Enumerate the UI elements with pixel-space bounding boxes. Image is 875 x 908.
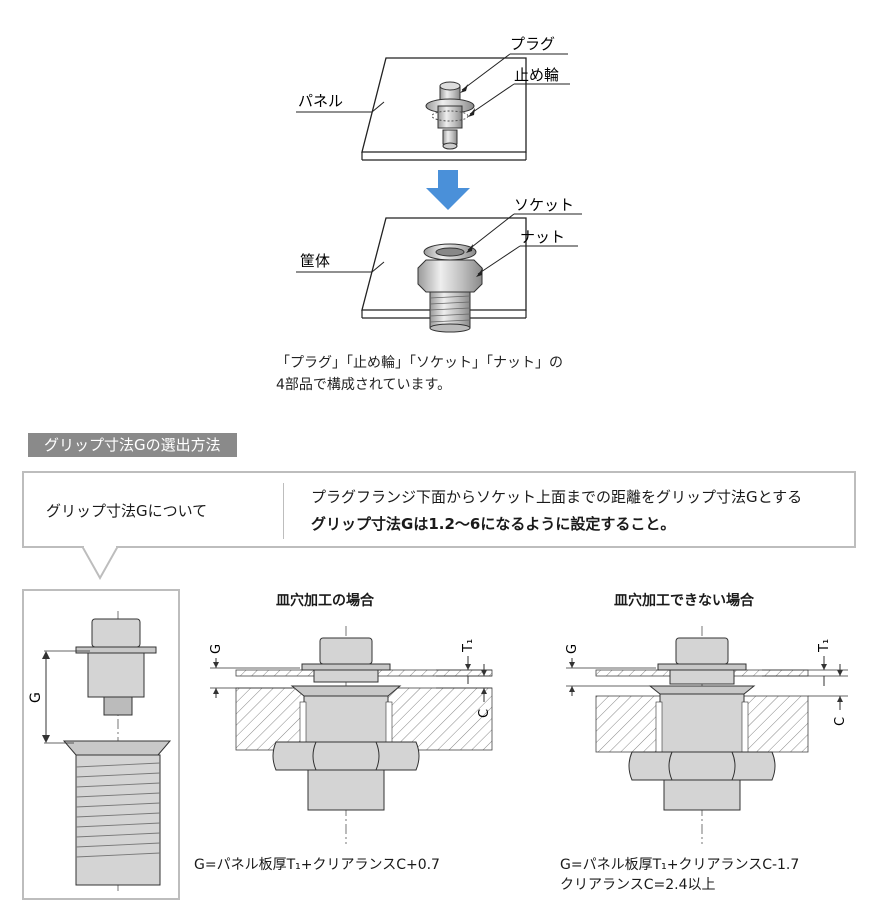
grip-requirement: グリップ寸法Gは1.2～6になるように設定すること。 xyxy=(311,515,676,533)
plug-part xyxy=(425,81,475,150)
socket-part xyxy=(417,243,483,333)
no-countersunk-c-label: C xyxy=(833,717,848,726)
down-arrow-icon xyxy=(426,170,470,210)
grip-heading: グリップ寸法Gについて xyxy=(46,502,208,520)
assembly-illustration: プラグ 止め輪 パネル xyxy=(296,35,582,333)
parts-caption: 「プラグ」「止め輪」「ソケット」「ナット」の 4部品で構成されています。 xyxy=(276,355,563,393)
detail-g-label: G xyxy=(28,692,44,703)
no-countersunk-title: 皿穴加工できない場合 xyxy=(614,593,754,609)
label-socket: ソケット xyxy=(514,196,574,214)
section-title: グリップ寸法Gの選出方法 xyxy=(28,433,237,457)
label-housing: 筐体 xyxy=(300,252,330,270)
countersunk-diagram: G T₁ C xyxy=(209,626,493,844)
label-panel: パネル xyxy=(298,92,343,110)
countersunk-formula: G=パネル板厚T₁+クリアランスC+0.7 xyxy=(194,857,440,873)
label-plug: プラグ xyxy=(510,35,555,53)
no-countersunk-g-label: G xyxy=(565,644,580,654)
grip-explanation-box: グリップ寸法Gについて プラグフランジ下面からソケット上面までの距離をグリップ寸… xyxy=(22,471,856,548)
no-countersunk-formula: G=パネル板厚T₁+クリアランスC-1.7 クリアランスC=2.4以上 xyxy=(560,857,800,893)
callout-pointer xyxy=(82,546,118,580)
grip-detail-box: G xyxy=(22,589,180,900)
label-nut: ナット xyxy=(520,228,565,246)
no-countersunk-diagram: G T₁ C xyxy=(565,626,848,844)
countersunk-t1-label: T₁ xyxy=(461,639,476,653)
countersunk-c-label: C xyxy=(477,709,492,718)
divider xyxy=(283,483,284,539)
countersunk-title: 皿穴加工の場合 xyxy=(276,593,374,609)
no-countersunk-t1-label: T₁ xyxy=(817,639,832,653)
countersunk-g-label: G xyxy=(209,644,224,654)
grip-description: プラグフランジ下面からソケット上面までの距離をグリップ寸法Gとする xyxy=(311,488,803,506)
label-retaining-ring: 止め輪 xyxy=(514,66,559,84)
